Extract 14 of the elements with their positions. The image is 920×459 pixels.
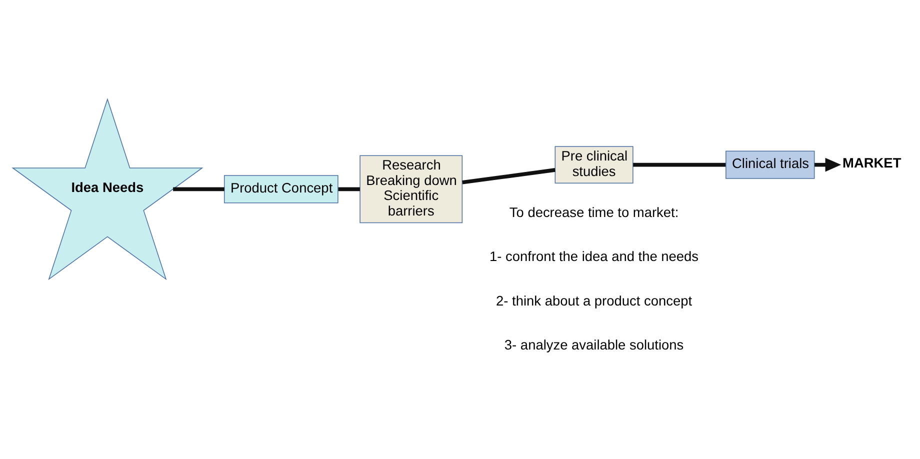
arrow bbox=[814, 158, 842, 172]
connector bbox=[462, 168, 556, 184]
connector bbox=[173, 187, 224, 192]
node-box: Clinical trials bbox=[726, 150, 815, 179]
label: 2- think about a product concept bbox=[496, 293, 692, 308]
node-box: Product Concept bbox=[224, 175, 338, 204]
node-box: Research Breaking down Scientific barriers bbox=[360, 155, 463, 224]
node-text: MARKET bbox=[842, 155, 902, 170]
label: 1- confront the idea and the needs bbox=[490, 249, 699, 264]
label: To decrease time to market: bbox=[509, 204, 679, 220]
node-box: Pre clinical studies bbox=[554, 146, 634, 184]
connector bbox=[633, 162, 726, 167]
label: 3- analyze available solutions bbox=[504, 338, 684, 353]
connector bbox=[338, 187, 360, 192]
